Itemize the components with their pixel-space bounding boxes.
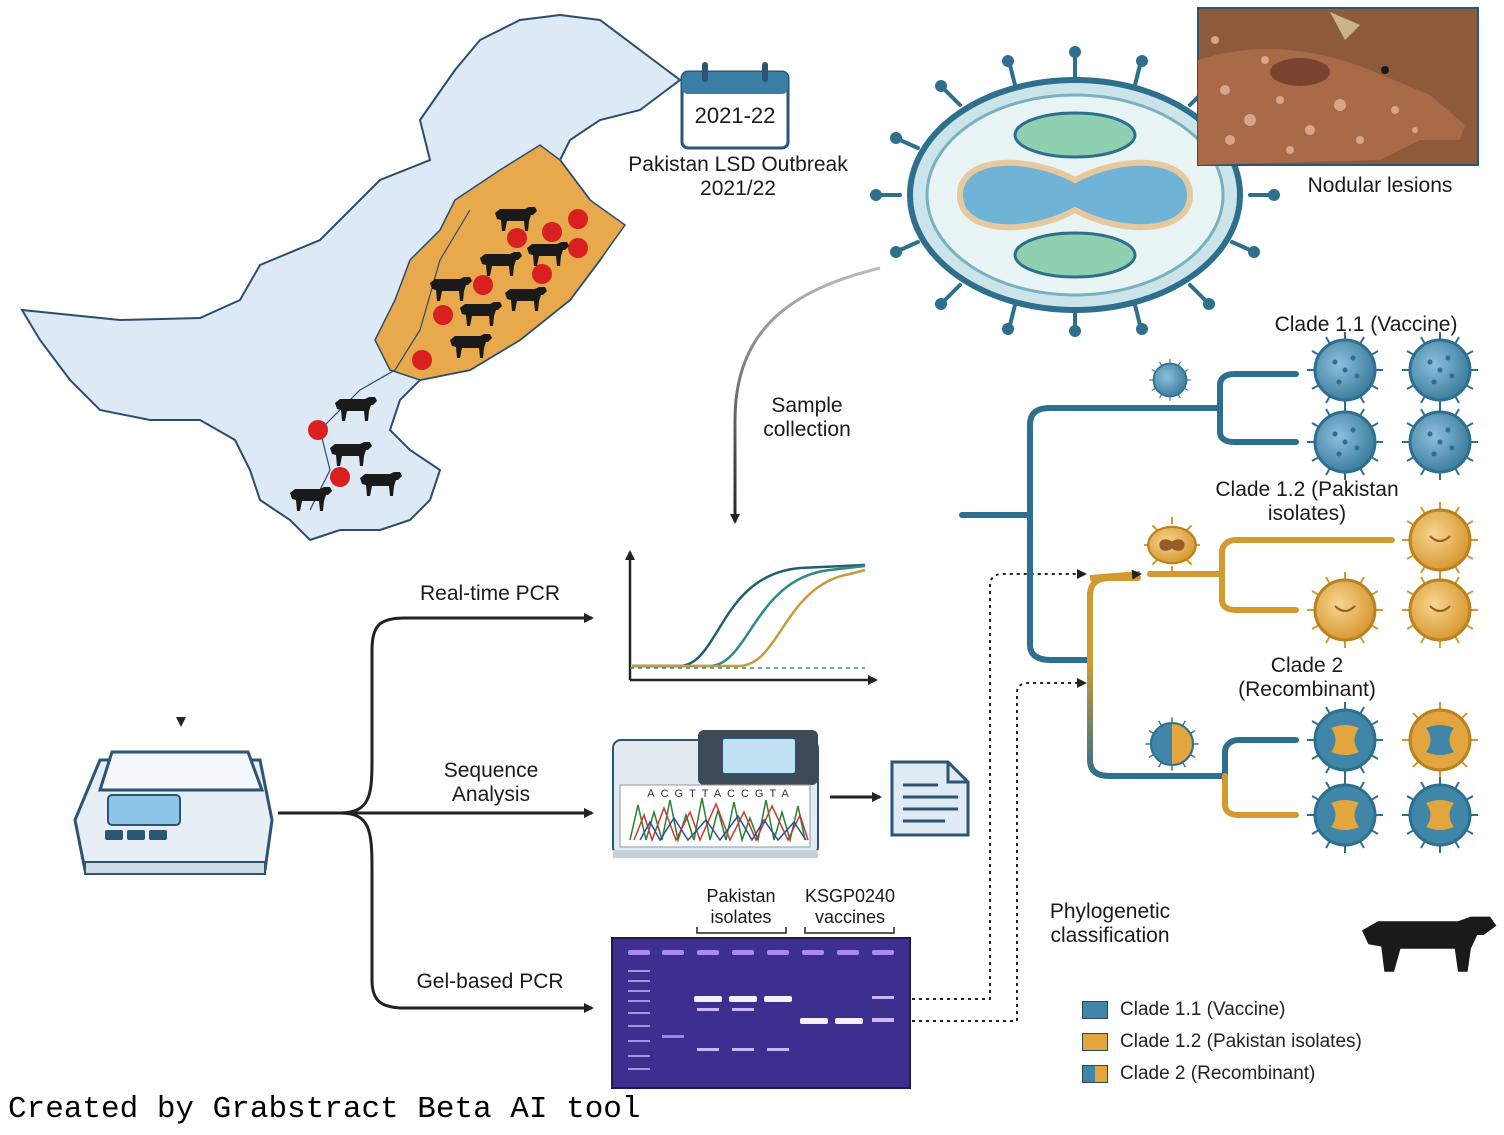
outbreak-dots	[308, 209, 588, 487]
legend-label: Clade 1.2 (Pakistan isolates)	[1120, 1031, 1362, 1052]
clade-1-2-label: Clade 1.2 (Pakistan isolates)	[1215, 478, 1399, 526]
sample-collection-label: Sample collection	[763, 394, 851, 442]
virus-icon	[1402, 572, 1478, 648]
indus-river	[309, 209, 471, 511]
legend-item-clade-1-1: Clade 1.1 (Vaccine)	[1082, 999, 1285, 1021]
clade-1-1-label: Clade 1.1 (Vaccine)	[1274, 313, 1458, 336]
ancestor-virus-clade-1-1	[1148, 358, 1192, 402]
outbreak-dot	[568, 209, 588, 229]
phylogenetic-classification-label: Phylogenetic classification	[1049, 900, 1171, 948]
thermocycler-icon	[73, 750, 274, 875]
lesion-caption: Nodular lesions	[1307, 174, 1453, 197]
sequence-letters: ACGTTACCGTA	[647, 788, 795, 800]
cow-silhouette-icon	[1362, 916, 1497, 972]
outbreak-dot	[542, 222, 562, 242]
outbreak-dot	[473, 275, 493, 295]
outbreak-dot	[412, 350, 432, 370]
nodular-lesions-photo	[1197, 7, 1479, 166]
ancestor-virus-clade-1-2	[1144, 517, 1200, 573]
clade-2-label: Clade 2 (Recombinant)	[1238, 654, 1376, 702]
virus-icon	[1307, 572, 1383, 648]
legend-swatch	[1082, 1001, 1108, 1019]
lsdv-virion-illustration	[870, 46, 1280, 337]
legend-item-clade-2: Clade 2 (Recombinant)	[1082, 1063, 1315, 1085]
legend-swatch	[1082, 1065, 1108, 1083]
calendar-icon	[680, 62, 790, 150]
clade-2-virus-group	[1306, 701, 1479, 854]
legend-label: Clade 1.1 (Vaccine)	[1120, 999, 1286, 1020]
outbreak-title: Pakistan LSD Outbreak 2021/22	[628, 153, 848, 201]
dna-sequencer-icon	[612, 730, 819, 858]
virus-icon	[1306, 331, 1384, 409]
clade-1-2-arrow	[1089, 569, 1142, 581]
outbreak-dot	[308, 420, 328, 440]
calendar-year-label: 2021-22	[694, 103, 776, 128]
clade-1-2-virus-group	[1307, 502, 1478, 648]
method-branches	[278, 613, 594, 1013]
clade-1-1-virus-group	[1306, 331, 1479, 481]
legend-item-clade-1-2: Clade 1.2 (Pakistan isolates)	[1082, 1031, 1362, 1053]
gel-to-tree-dotted-links	[912, 569, 1087, 1022]
virus-icon	[1401, 403, 1479, 481]
outbreak-dot	[568, 238, 588, 258]
virus-icon	[1401, 331, 1479, 409]
gel-group-pakistan-isolates: Pakistan isolates	[706, 886, 776, 927]
legend-swatch	[1082, 1033, 1108, 1051]
document-icon	[890, 760, 970, 837]
outbreak-dot	[433, 305, 453, 325]
outbreak-dot	[532, 264, 552, 284]
sample-collection-arrow	[730, 266, 881, 524]
sequence-analysis-label: Sequence Analysis	[443, 759, 539, 807]
pakistan-map	[20, 13, 682, 542]
realtime-pcr-label: Real-time PCR	[419, 582, 561, 605]
virus-icon	[1402, 502, 1478, 578]
realtime-pcr-plot	[625, 550, 878, 685]
virus-icon	[1306, 701, 1384, 779]
virus-icon	[1401, 776, 1479, 854]
gel-pcr-label: Gel-based PCR	[416, 970, 564, 993]
gel-group-vaccines: KSGP0240 vaccines	[804, 886, 896, 927]
agarose-gel	[611, 927, 911, 1089]
legend-label: Clade 2 (Recombinant)	[1120, 1063, 1316, 1084]
virus-icon	[1306, 403, 1384, 481]
ancestor-virus-clade-2	[1144, 716, 1200, 772]
outbreak-dot	[507, 228, 527, 248]
credit-text: Created by Grabstract Beta AI tool	[8, 1092, 641, 1127]
virus-icon	[1402, 702, 1478, 778]
outbreak-dot	[330, 467, 350, 487]
virus-icon	[1306, 776, 1384, 854]
